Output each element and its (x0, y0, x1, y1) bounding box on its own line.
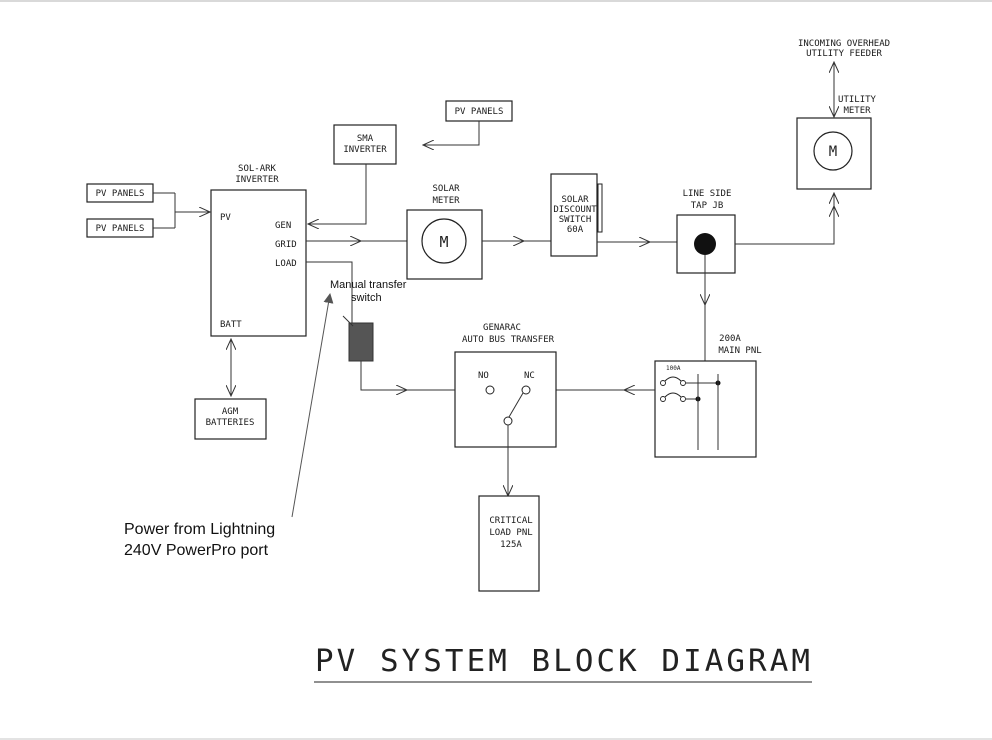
lightning-label-2: 240V PowerPro port (124, 542, 269, 559)
meter-circle (421, 218, 467, 264)
critical-load-panel: CRITICAL LOAD PNL 125A (478, 495, 540, 592)
agm-batteries: AGM BATTERIES (194, 339, 267, 440)
critical-label-1: CRITICAL (489, 516, 532, 526)
jb-label-2: TAP JB (691, 201, 724, 211)
lightning-annotation: Power from Lightning 240V PowerPro port (124, 293, 334, 559)
sma-inverter: SMA INVERTER (308, 124, 397, 224)
no-contact-label: NO (478, 371, 489, 381)
utility-meter-label-2: METER (843, 106, 871, 116)
pv-panels-top: PV PANELS (423, 100, 513, 145)
solark-label-1: SOL-ARK (238, 164, 277, 174)
utility-meter-label-1: UTILITY (838, 95, 877, 105)
meter-symbol: M (439, 233, 448, 251)
manual-transfer-annotation: Manual transfer switch (330, 279, 407, 304)
sma-to-gen-wire (308, 164, 367, 224)
utility-meter: UTILITY METER M (796, 95, 877, 190)
pv-panels-top-label: PV PANELS (455, 107, 504, 117)
port-batt: BATT (220, 320, 242, 330)
jb-label-1: LINE SIDE (683, 189, 732, 199)
port-load: LOAD (275, 259, 297, 269)
solar-meter-label-1: SOLAR (432, 184, 460, 194)
manual-transfer-label-2: switch (351, 292, 382, 304)
pv-panels-2: PV PANELS (86, 218, 154, 238)
utility-feed-label-1: INCOMING OVERHEAD (798, 39, 890, 49)
jb-to-utility-wire (735, 206, 834, 245)
jb-tap-dot (694, 233, 716, 255)
solark-inverter: SOL-ARK INVERTER PV GEN GRID LOAD BATT (210, 164, 307, 337)
utility-meter-circle (813, 131, 853, 171)
nc-contact (521, 385, 531, 395)
port-gen: GEN (275, 221, 291, 231)
nc-contact-label: NC (524, 371, 535, 381)
manual-to-generac-wire (360, 361, 407, 390)
pv-panels-1: PV PANELS (86, 183, 154, 203)
disc-label-2: DISCOUNT (553, 205, 597, 215)
pv-panels-1-label: PV PANELS (96, 189, 145, 199)
critical-label-2: LOAD PNL (489, 528, 532, 538)
line-side-tap-jb: LINE SIDE TAP JB (676, 189, 736, 274)
breaker-label: 100A (666, 365, 681, 372)
diagram-title: PV SYSTEM BLOCK DIAGRAM (315, 644, 813, 679)
lightning-label-1: Power from Lightning (124, 521, 275, 538)
pv-panels-2-label: PV PANELS (96, 224, 145, 234)
utility-feeder: INCOMING OVERHEAD UTILITY FEEDER (798, 39, 890, 117)
sma-label-1: SMA (357, 134, 374, 144)
solark-label-2: INVERTER (235, 175, 279, 185)
load-wire (306, 261, 353, 323)
transfer-blade (508, 392, 524, 418)
agm-label-1: AGM (222, 407, 239, 417)
port-grid: GRID (275, 240, 297, 250)
sma-label-2: INVERTER (343, 145, 387, 155)
utility-feed-label-2: UTILITY FEEDER (806, 49, 882, 59)
agm-label-2: BATTERIES (206, 418, 255, 428)
solar-meter-label-2: METER (432, 196, 460, 206)
pv-panels-wires (153, 192, 210, 229)
solar-disconnect-switch: SOLAR DISCOUNT SWITCH 60A (550, 173, 603, 257)
manual-transfer-switch (348, 322, 374, 362)
utility-meter-symbol: M (829, 144, 837, 160)
main-pnl-label-2: MAIN PNL (718, 346, 761, 356)
manual-transfer-label-1: Manual transfer (330, 279, 407, 291)
common-contact (503, 416, 513, 426)
disc-label-4: 60A (567, 225, 584, 235)
no-contact (485, 385, 495, 395)
disc-label-1: SOLAR (561, 195, 589, 205)
diagram-title-group: PV SYSTEM BLOCK DIAGRAM (314, 644, 813, 683)
main-panel: 200A MAIN PNL 100A (654, 334, 762, 458)
disconnect-handle (597, 183, 603, 233)
main-pnl-label-1: 200A (719, 334, 741, 344)
main-breaker-symbol (660, 374, 721, 450)
generac-label-2: AUTO BUS TRANSFER (462, 335, 555, 345)
generac-transfer-switch: GENARAC AUTO BUS TRANSFER NO NC (454, 323, 557, 448)
disc-label-3: SWITCH (559, 215, 592, 225)
solar-meter: SOLAR METER M (406, 184, 483, 280)
generac-label-1: GENARAC (483, 323, 521, 333)
annotation-pointer-arrow (291, 293, 334, 518)
port-pv: PV (220, 213, 231, 223)
critical-label-3: 125A (500, 540, 522, 550)
